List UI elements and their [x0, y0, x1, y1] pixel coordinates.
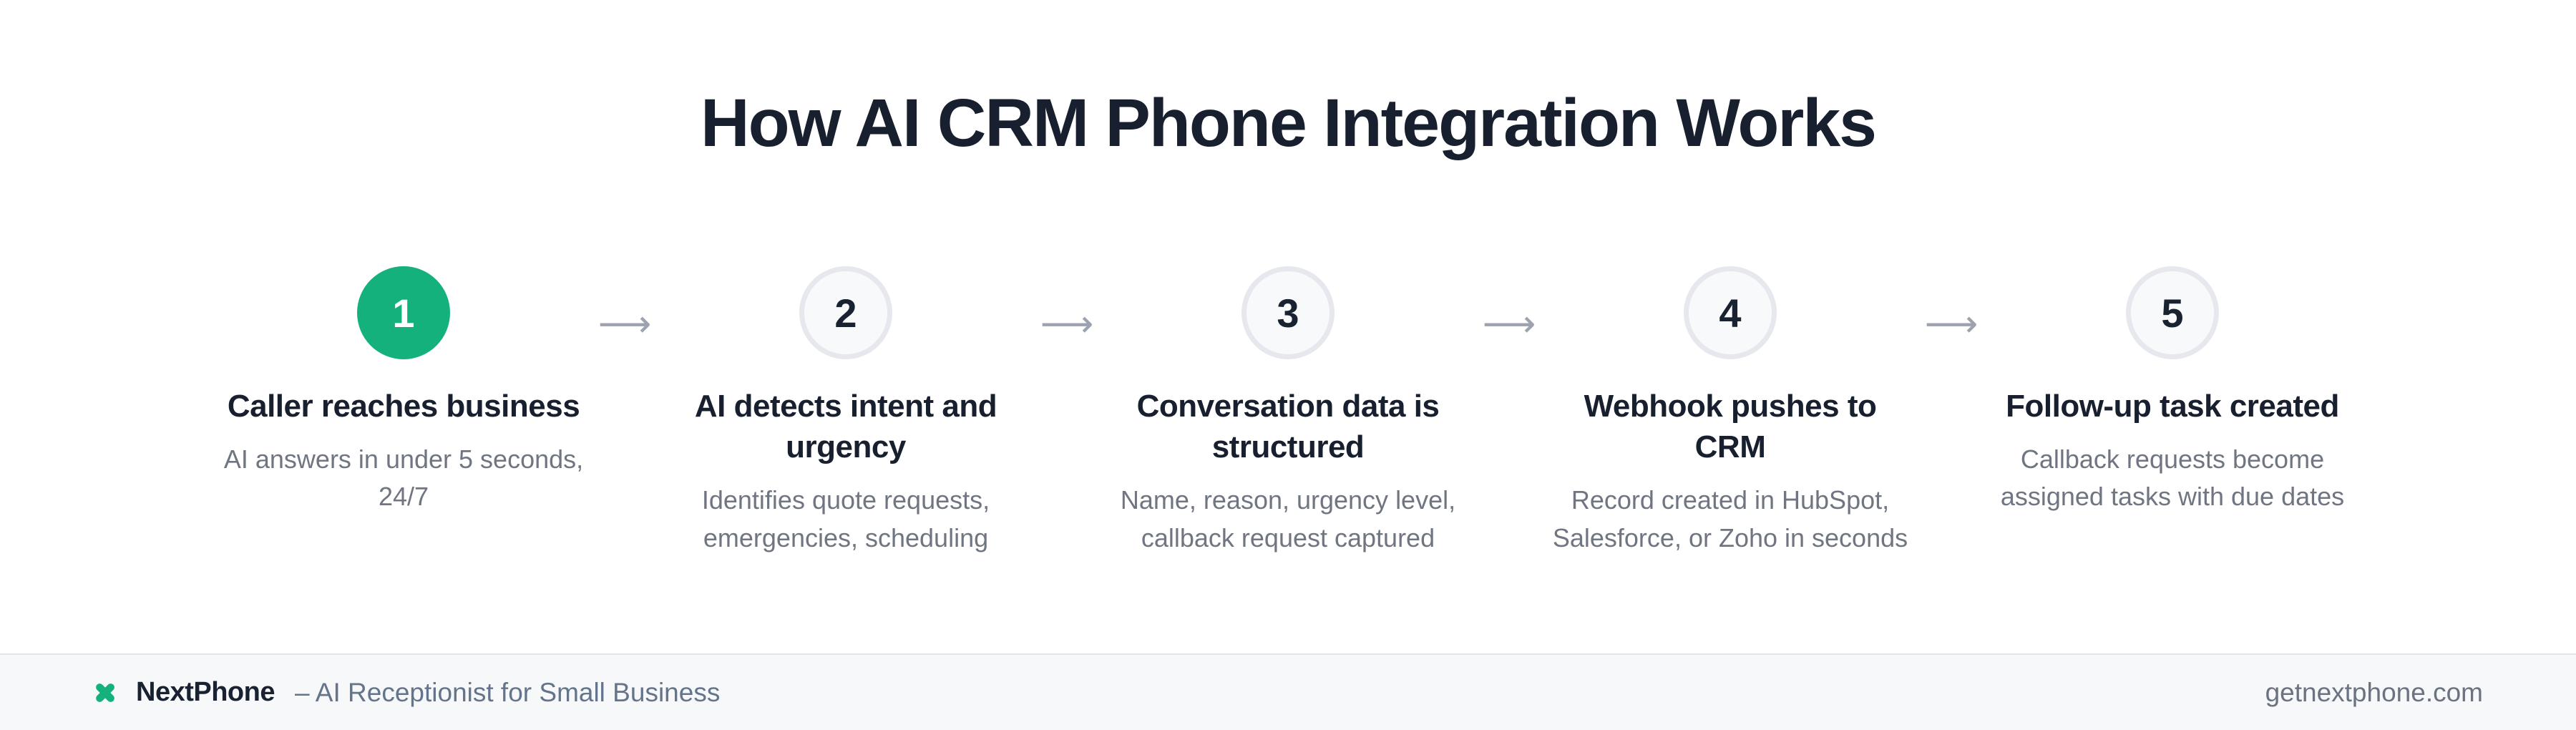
right-arrow-icon: ⟶ — [1040, 303, 1094, 345]
step-3: 3 Conversation data is structured Name, … — [1067, 266, 1509, 557]
step-3-circle: 3 — [1241, 266, 1335, 359]
step-2-description: Identifies quote requests, emergencies, … — [701, 485, 990, 553]
step-4-description: Record created in HubSpot, Salesforce, o… — [1552, 485, 1908, 553]
step-5-heading: Follow-up task created — [2006, 389, 2339, 424]
step-2-circle: 2 — [799, 266, 892, 359]
step-5-number: 5 — [2161, 290, 2184, 336]
step-3-number: 3 — [1277, 290, 1299, 336]
step-2: 2 AI detects intent and urgency Identifi… — [625, 266, 1067, 557]
step-1-heading: Caller reaches business — [227, 389, 580, 424]
brand-name: NextPhone — [136, 677, 275, 707]
step-3-heading: Conversation data is structured — [1136, 389, 1440, 465]
step-4-circle: 4 — [1684, 266, 1777, 359]
clover-x-logo-icon — [96, 683, 114, 702]
step-2-number: 2 — [834, 290, 857, 336]
step-1-number: 1 — [392, 290, 415, 336]
step-5-circle: 5 — [2126, 266, 2219, 359]
right-arrow-icon: ⟶ — [1482, 303, 1536, 345]
steps-flow: 1 Caller reaches business AI answers in … — [182, 266, 2394, 557]
brand-tagline: – AI Receptionist for Small Business — [294, 677, 721, 707]
step-4-heading: Webhook pushes to CRM — [1584, 389, 1877, 465]
step-2-heading: AI detects intent and urgency — [694, 389, 997, 465]
step-1-description: AI answers in under 5 seconds, 24/7 — [223, 444, 584, 512]
footer-bar: NextPhone – AI Receptionist for Small Bu… — [0, 653, 2576, 730]
step-4: 4 Webhook pushes to CRM Record created i… — [1509, 266, 1951, 557]
step-5: 5 Follow-up task created Callback reques… — [1951, 266, 2394, 557]
step-4-number: 4 — [1719, 290, 1742, 336]
right-arrow-icon: ⟶ — [1924, 303, 1979, 345]
step-1: 1 Caller reaches business AI answers in … — [182, 266, 625, 557]
step-5-description: Callback requests become assigned tasks … — [2000, 444, 2345, 512]
right-arrow-icon: ⟶ — [597, 303, 652, 345]
step-1-circle: 1 — [357, 266, 450, 359]
page-title: How AI CRM Phone Integration Works — [700, 85, 1877, 161]
site-url: getnextphone.com — [2265, 677, 2483, 707]
step-3-description: Name, reason, urgency level, callback re… — [1120, 485, 1456, 553]
brand: NextPhone – AI Receptionist for Small Bu… — [93, 677, 720, 708]
